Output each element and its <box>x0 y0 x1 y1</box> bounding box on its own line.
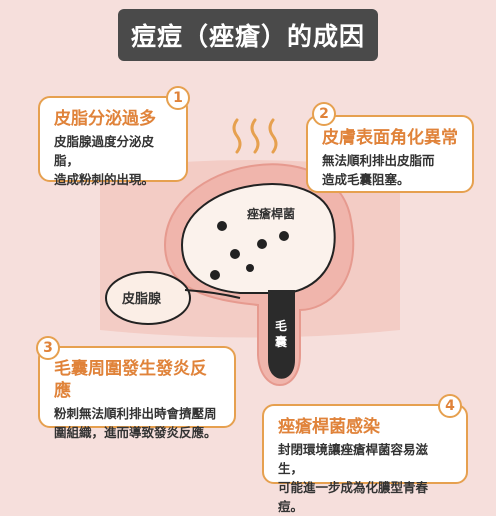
follicle-channel <box>268 290 295 379</box>
cause-number-2: 2 <box>312 102 336 126</box>
cause-body-3: 粉刺無法順利排出時會擠壓周 圍組織，進而導致發炎反應。 <box>54 406 217 440</box>
sebaceous-gland-label: 皮脂腺 <box>121 291 162 307</box>
bacteria-dots <box>210 221 289 280</box>
heat-waves-icon <box>232 118 278 154</box>
cause-card-1: 皮脂分泌過多 皮脂腺過度分泌皮脂， 造成粉刺的出現。 <box>38 96 188 187</box>
cause-card-2: 皮膚表面角化異常 無法順利排出皮脂而 造成毛囊阻塞。 <box>306 115 474 193</box>
cause-heading-3: 毛囊周圍發生發炎反應 <box>54 359 207 401</box>
cause-body-4: 封閉環境讓痤瘡桿菌容易滋生， 可能進一步成為化膿型青春痘。 <box>278 442 429 514</box>
pimple-body <box>180 183 336 294</box>
cause-number-1: 1 <box>166 86 190 110</box>
cause-card-3: 毛囊周圍發生發炎反應 粉刺無法順利排出時會擠壓周 圍組織，進而導致發炎反應。 <box>38 346 236 440</box>
acne-illustration: 痤瘡桿菌 皮脂腺 毛 囊 <box>100 118 400 386</box>
cause-number-4: 4 <box>438 394 462 418</box>
cause-heading-2: 皮膚表面角化異常 <box>322 128 458 148</box>
bacteria-label: 痤瘡桿菌 <box>247 206 295 221</box>
follicle-label-line2: 囊 <box>274 334 288 349</box>
cause-body-2: 無法順利排出皮脂而 造成毛囊阻塞。 <box>322 153 435 187</box>
cause-body-1: 皮脂腺過度分泌皮脂， 造成粉刺的出現。 <box>54 134 155 187</box>
cause-heading-1: 皮脂分泌過多 <box>54 109 156 129</box>
follicle-label-line1: 毛 <box>275 318 287 333</box>
cause-card-4: 痤瘡桿菌感染 封閉環境讓痤瘡桿菌容易滋生， 可能進一步成為化膿型青春痘。 <box>262 404 468 514</box>
sebaceous-gland <box>105 271 241 325</box>
cause-heading-4: 痤瘡桿菌感染 <box>278 417 380 437</box>
page-title: 痘痘（痤瘡）的成因 <box>118 9 378 61</box>
cause-number-3: 3 <box>36 336 60 360</box>
